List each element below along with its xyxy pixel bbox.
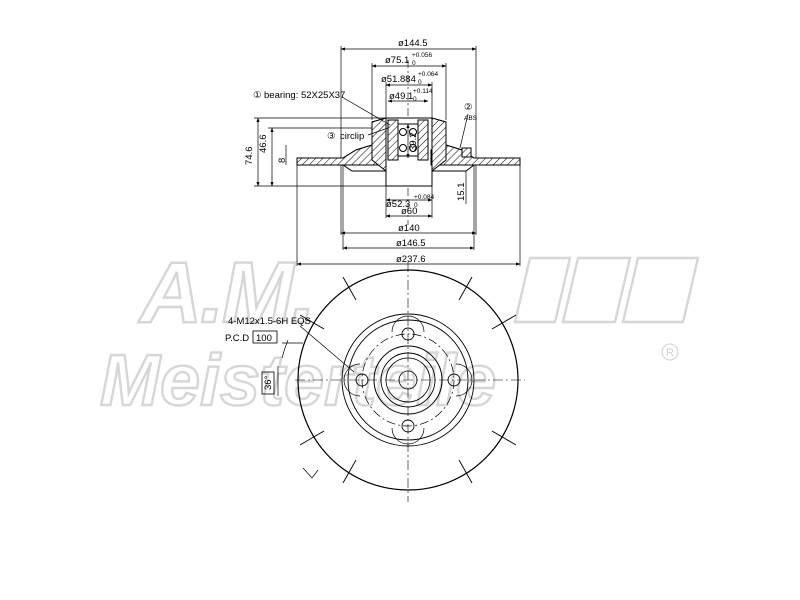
watermark-top-text: A.M. xyxy=(138,245,314,341)
dim-d1465: ø146.5 xyxy=(396,238,426,249)
pcd-circle xyxy=(361,333,455,427)
tol-d491-low: 0 xyxy=(413,96,417,103)
hat-inner xyxy=(347,319,469,441)
bearing-callout-number: ① xyxy=(253,90,262,101)
dim-d140: ø140 xyxy=(398,223,420,234)
bolt-hole-left xyxy=(355,373,369,387)
hub-center xyxy=(398,370,418,390)
disc-outer-edge xyxy=(297,269,519,491)
tol-d751-low: 0 xyxy=(412,60,416,67)
registered-letter: R xyxy=(666,347,674,359)
abs-callout: ABS xyxy=(464,115,478,122)
hub-outer xyxy=(373,345,443,415)
dim-h746: 74.6 xyxy=(244,147,255,166)
watermark-stripes xyxy=(513,256,700,324)
bolt-hole-top xyxy=(401,327,415,341)
tol-d751: +0.056 xyxy=(412,52,432,59)
bolt-hole-bottom xyxy=(401,419,415,433)
thread-note: 4-M12x1.5-6H EQS xyxy=(228,316,311,327)
tol-d51884: +0.064 xyxy=(418,71,438,78)
dim-h8: 8 xyxy=(277,158,288,163)
bearing-right-race xyxy=(417,119,429,161)
abs-ring xyxy=(461,147,472,158)
hatch-left-hub xyxy=(371,117,387,173)
dim-h466: 46.6 xyxy=(258,135,269,154)
circlip-callout: circlip xyxy=(340,131,364,142)
disc-radial-grooves xyxy=(299,276,517,484)
hub-bore xyxy=(380,352,436,408)
dim-d1445: ø144.5 xyxy=(398,38,428,49)
registered-mark xyxy=(661,343,679,361)
dim-d51884: ø51.884 xyxy=(381,74,416,85)
watermark: A.M. Meisterteile R xyxy=(99,244,700,422)
tol-d51884-low: 0 xyxy=(418,79,422,86)
hat-outer xyxy=(341,313,475,447)
callouts xyxy=(341,96,469,149)
bearing-left-race xyxy=(387,119,399,161)
abs-callout-number: ② xyxy=(464,102,473,113)
dim-d523: ø52.3 xyxy=(386,199,410,210)
front-view xyxy=(277,262,525,502)
dim-d491: ø49.1 xyxy=(389,91,413,102)
hub-inner xyxy=(385,357,431,403)
hatch-right-friction xyxy=(430,144,521,166)
bearing-callout: bearing: 52X25X37 xyxy=(264,90,345,101)
dim-h151: 15.1 xyxy=(456,183,467,202)
dim-h392: 39.2 xyxy=(408,133,419,152)
pcd-box xyxy=(252,330,278,344)
dim-d751: ø75.1 xyxy=(385,55,409,66)
angle-box xyxy=(261,371,275,395)
hatch-right-hub xyxy=(431,117,447,173)
tol-d523-low: 0 xyxy=(414,202,418,209)
circlip-callout-number: ③ xyxy=(327,131,336,142)
bolt-hole-right xyxy=(447,373,461,387)
dim-d2376: ø237.6 xyxy=(396,254,426,265)
top-dimensions xyxy=(340,46,477,158)
bottom-dimensions xyxy=(296,165,521,266)
dim-d60: ø60 xyxy=(401,206,417,217)
tol-d491: +0.114 xyxy=(413,88,433,95)
height-dimensions xyxy=(254,117,467,204)
tol-d523: +0.084 xyxy=(414,194,434,201)
pcd-label: P.C.D xyxy=(225,333,249,344)
angle-value: 36° xyxy=(263,375,274,390)
pcd-value: 100 xyxy=(256,333,272,344)
